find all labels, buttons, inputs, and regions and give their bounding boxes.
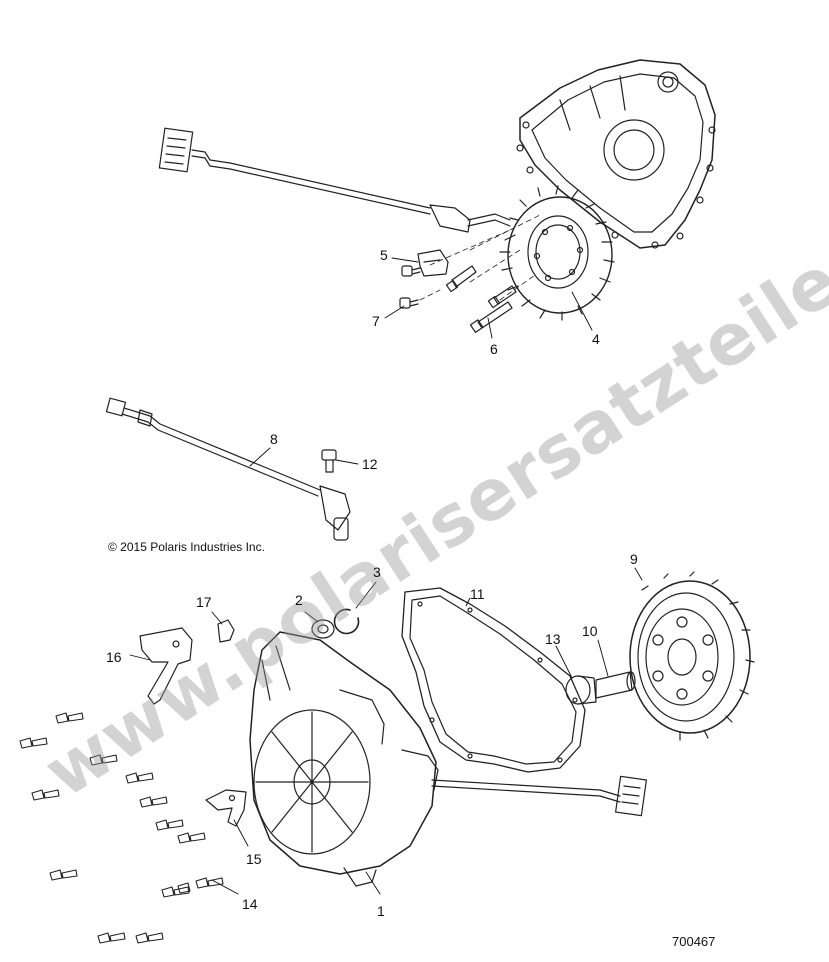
stator-harness — [158, 127, 511, 233]
stator-housing — [516, 59, 716, 249]
callout-7: 7 — [372, 313, 380, 329]
flywheel — [629, 571, 755, 741]
callout-5: 5 — [380, 247, 388, 263]
callout-9: 9 — [630, 551, 638, 567]
magneto-cover — [249, 631, 439, 887]
callout-12: 12 — [362, 456, 378, 472]
callout-17: 17 — [196, 594, 212, 610]
callout-10: 10 — [582, 623, 598, 639]
leader-lines — [129, 257, 643, 895]
wire-bracket — [205, 789, 247, 827]
callout-1: 1 — [377, 903, 385, 919]
diagram-number: 700467 — [672, 934, 716, 949]
callout-13: 13 — [545, 631, 561, 647]
speed-sensor-harness — [105, 397, 351, 541]
callout-2: 2 — [295, 592, 303, 608]
circlip — [333, 608, 360, 635]
copyright-notice: © 2015 Polaris Industries Inc. — [108, 540, 265, 554]
shaft — [595, 671, 636, 699]
callout-3: 3 — [373, 564, 381, 580]
bearing — [311, 619, 335, 639]
harness-bracket — [139, 627, 193, 705]
assembly-lines-upper — [419, 214, 541, 301]
callout-4: 4 — [592, 331, 600, 347]
callout-11: 11 — [470, 586, 485, 602]
harness-clamp — [417, 249, 449, 277]
callout-16: 16 — [106, 649, 122, 665]
cover-bolts — [19, 712, 224, 944]
callout-8: 8 — [270, 431, 278, 447]
clip — [217, 619, 235, 643]
callout-15: 15 — [246, 851, 262, 867]
callout-6: 6 — [490, 341, 498, 357]
lower-harness — [431, 775, 647, 817]
cover-gasket — [401, 587, 586, 773]
spacer — [565, 675, 597, 705]
callout-14: 14 — [242, 896, 258, 912]
stator-bolts — [399, 265, 517, 333]
stator — [499, 185, 615, 321]
sensor-bolt — [321, 449, 337, 473]
